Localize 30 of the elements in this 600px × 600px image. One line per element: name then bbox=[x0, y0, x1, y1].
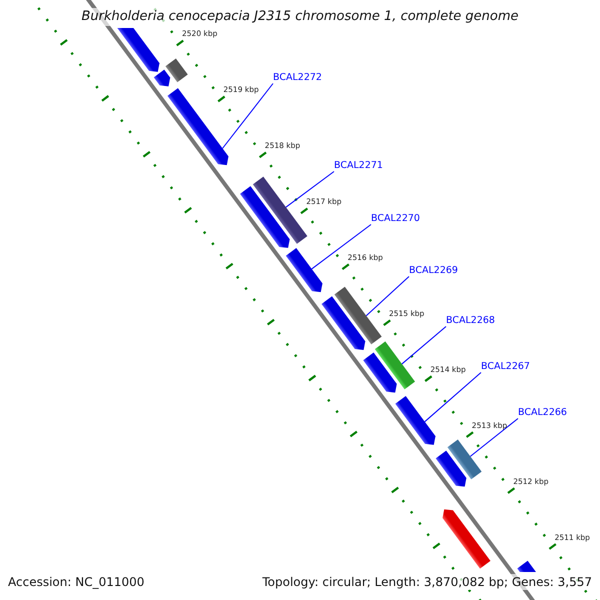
gene-label: BCAL2269 bbox=[409, 264, 458, 276]
gene-feature bbox=[154, 70, 170, 86]
gene-label: BCAL2268 bbox=[446, 314, 495, 326]
gene-label: BCAL2271 bbox=[334, 158, 383, 172]
gene-feature bbox=[165, 58, 188, 82]
gene-feature bbox=[363, 352, 397, 393]
leader-line bbox=[222, 83, 274, 149]
gene-label: BCAL2272 bbox=[273, 70, 322, 84]
leader-line bbox=[285, 171, 334, 208]
gene-feature bbox=[374, 341, 416, 390]
gene-label: BCAL2266 bbox=[518, 406, 567, 418]
gene-feature bbox=[447, 440, 482, 480]
gene-label: BCAL2267 bbox=[481, 360, 530, 372]
gene-feature bbox=[436, 450, 466, 487]
leader-line bbox=[311, 224, 372, 270]
gene-feature bbox=[395, 396, 436, 445]
gene-label: BCAL2270 bbox=[371, 212, 420, 224]
leader-line bbox=[424, 372, 482, 422]
genome-stats-text: Topology: circular; Length: 3,870,082 bp; Genes: 3,557 bbox=[262, 574, 592, 590]
leader-line bbox=[366, 276, 410, 316]
leader-line bbox=[401, 326, 446, 364]
gene-feature bbox=[252, 176, 308, 244]
gene-feature bbox=[117, 28, 160, 72]
leader-line bbox=[470, 418, 518, 457]
gene-feature bbox=[442, 509, 490, 569]
gene-feature bbox=[286, 248, 322, 292]
gene-feature bbox=[334, 286, 382, 344]
accession-text: Accession: NC_011000 bbox=[8, 574, 144, 590]
gene-feature bbox=[240, 186, 290, 248]
gene-feature bbox=[322, 296, 366, 350]
